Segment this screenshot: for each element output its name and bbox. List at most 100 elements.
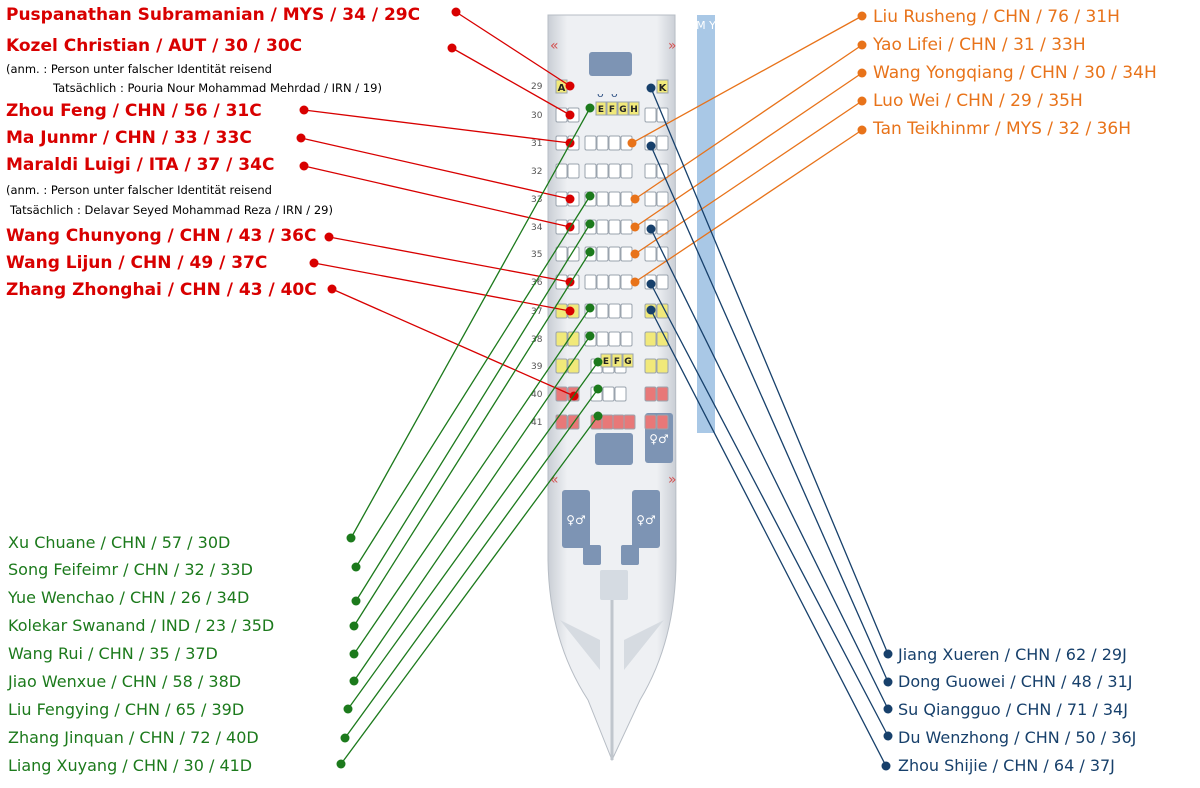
- seat-middle: [602, 386, 615, 402]
- blue-connector-4-line: [650, 309, 887, 767]
- green-connector-2-dot-label: [351, 596, 361, 606]
- seat-header-G: [622, 353, 634, 368]
- green-connector-7-line: [344, 388, 599, 739]
- green-connector-3-dot-seat: [585, 247, 595, 257]
- galley-icon: [621, 545, 639, 565]
- red-connector-4-line: [303, 165, 571, 228]
- green-connector-1-line: [355, 195, 591, 568]
- seat-middle: [608, 191, 621, 207]
- exit-arrow-left-top: «: [550, 38, 559, 54]
- seat-header-E: [595, 101, 607, 116]
- seat-right-inner: [644, 246, 657, 262]
- green-connector-3-line: [353, 251, 591, 627]
- passenger-label-31h: Liu Rusheng / CHN / 76 / 31H: [873, 7, 1120, 27]
- passenger-label-33c: Ma Junmr / CHN / 33 / 33C: [6, 128, 252, 148]
- row-number: 35: [531, 250, 542, 260]
- seat-middle: [584, 274, 597, 290]
- green-connector-4-line: [353, 307, 591, 655]
- blue-connector-2-line: [650, 228, 889, 710]
- seat-right-inner: [644, 414, 657, 430]
- passenger-label-29c: Puspanathan Subramanian / MYS / 34 / 29C: [6, 5, 421, 25]
- row-number: 30: [531, 111, 543, 121]
- passenger-label-40d: Zhang Jinquan / CHN / 72 / 40D: [8, 728, 259, 747]
- seat-left-outer: [555, 246, 568, 262]
- seat-middle: [608, 135, 621, 151]
- seat-middle: [596, 191, 609, 207]
- red-connector-6-dot-seat: [565, 306, 575, 316]
- seat-header-F: [606, 101, 618, 116]
- row-number: 37: [531, 307, 542, 317]
- orange-connector-1-dot-seat: [630, 194, 640, 204]
- bassinet-icon: ᴗ: [597, 87, 604, 100]
- note-2-line2: Tatsächlich : Delavar Seyed Mohammad Rez…: [10, 203, 333, 217]
- seat-left-outer: [555, 163, 568, 179]
- seat-right-inner: [644, 331, 657, 347]
- passenger-label-31c: Zhou Feng / CHN / 56 / 31C: [6, 101, 262, 121]
- red-connector-3-dot-seat: [565, 194, 575, 204]
- seat-middle: [584, 163, 597, 179]
- row-number: 41: [531, 418, 542, 428]
- green-connector-6-dot-seat: [593, 357, 603, 367]
- seat-header-G: [617, 101, 629, 116]
- seat-left-outer: [555, 358, 568, 374]
- seat-middle: [608, 246, 621, 262]
- green-connector-7-dot-seat: [593, 384, 603, 394]
- seat-middle: [596, 331, 609, 347]
- note-2-line1: (anm. : Person unter falscher Identität …: [6, 183, 272, 197]
- green-connector-4-dot-seat: [585, 303, 595, 313]
- seat-middle: [596, 163, 609, 179]
- seat-middle: [596, 274, 609, 290]
- cabin-class-strip: [697, 15, 715, 433]
- red-connector-3-dot-label: [296, 133, 306, 143]
- tail-fin-left: [560, 620, 600, 670]
- green-connector-3-dot-label: [349, 621, 359, 631]
- seat-right-outer: [656, 191, 669, 207]
- orange-connector-4-line: [634, 129, 863, 283]
- blue-connector-3-line: [650, 283, 889, 737]
- passenger-label-29j: Jiang Xueren / CHN / 62 / 29J: [898, 645, 1127, 664]
- orange-connector-3-dot-label: [857, 96, 867, 106]
- blue-connector-0-dot-seat: [646, 83, 656, 93]
- seat-middle: [608, 303, 621, 319]
- seat-middle: [596, 303, 609, 319]
- seat-middle: [596, 135, 609, 151]
- seat-k-29: [656, 79, 669, 94]
- red-connector-0-dot-seat: [565, 81, 575, 91]
- note-1-line2: Tatsächlich : Pouria Nour Mohammad Mehrd…: [53, 81, 382, 95]
- row-number: 31: [531, 139, 542, 149]
- exit-arrow-right-bottom: »: [668, 472, 677, 488]
- seat-right-outer: [656, 414, 669, 430]
- passenger-label-35d: Kolekar Swanand / IND / 23 / 35D: [8, 616, 275, 635]
- seat-middle: [620, 303, 633, 319]
- seat-middle: [620, 331, 633, 347]
- green-connector-6-dot-label: [343, 704, 353, 714]
- seat-left-outer: [555, 414, 568, 430]
- blue-connector-3-dot-label: [883, 731, 893, 741]
- row-number: 36: [531, 278, 543, 288]
- seat-middle: [596, 219, 609, 235]
- red-connector-5-line: [328, 236, 571, 283]
- seat-left-inner: [567, 163, 580, 179]
- red-connector-0-line: [455, 11, 571, 87]
- seat-right-outer: [656, 135, 669, 151]
- row-number: 29: [531, 82, 543, 92]
- blue-connector-0-dot-label: [883, 649, 893, 659]
- passenger-label-36j: Du Wenzhong / CHN / 50 / 36J: [898, 728, 1137, 747]
- orange-connector-2-dot-label: [857, 68, 867, 78]
- seat-left-outer: [555, 386, 568, 402]
- passenger-label-31j: Dong Guowei / CHN / 48 / 31J: [898, 672, 1133, 691]
- green-connector-1-dot-seat: [585, 191, 595, 201]
- seat-middle: [596, 246, 609, 262]
- seat-letter: E: [603, 357, 609, 367]
- seat-middle: [608, 274, 621, 290]
- seat-right-outer: [656, 303, 669, 319]
- seat-letter: G: [624, 357, 631, 367]
- exit-arrow-right-top: »: [668, 38, 677, 54]
- seat-middle: [623, 414, 636, 430]
- orange-connector-0-dot-label: [857, 11, 867, 21]
- svg-text:♀♂: ♀♂: [566, 513, 586, 527]
- green-connector-1-dot-label: [351, 562, 361, 572]
- row-number: 34: [531, 223, 543, 233]
